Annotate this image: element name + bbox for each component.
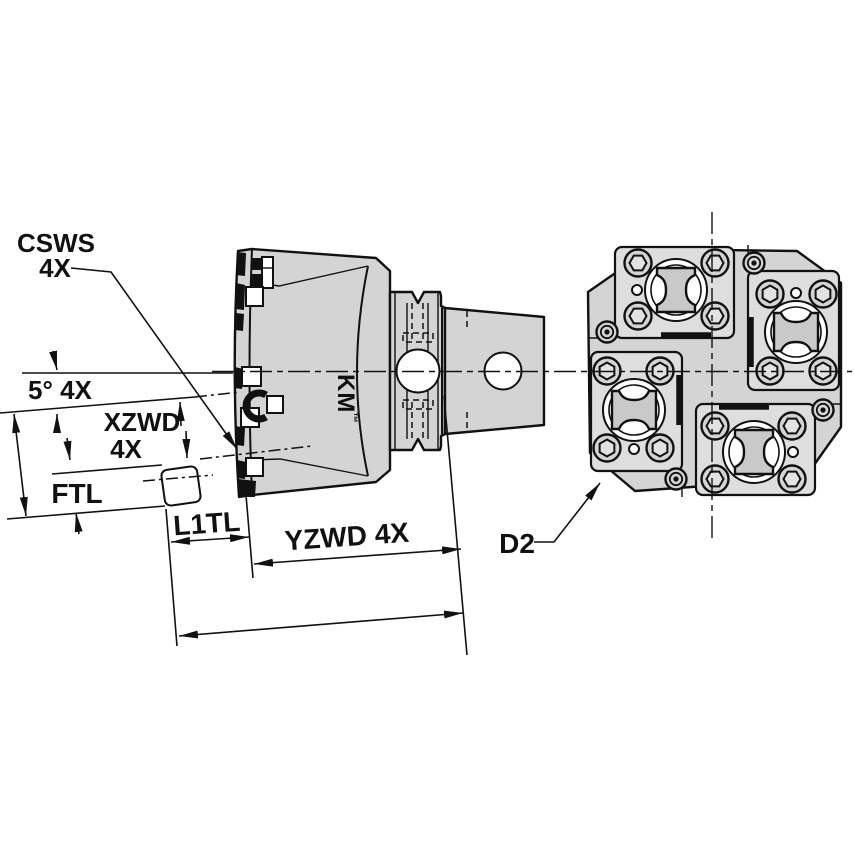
yzwd-label: YZWD 4X bbox=[284, 517, 411, 557]
hidden-detail bbox=[402, 399, 434, 410]
xzwd-arrow-up bbox=[176, 401, 185, 427]
front-view bbox=[588, 245, 841, 497]
insert-tip-centerline bbox=[199, 445, 313, 460]
angle-arrow-top bbox=[49, 350, 58, 371]
km-logo-text: KM bbox=[332, 374, 359, 413]
overall-length-dimension bbox=[178, 610, 464, 639]
extension-line-right bbox=[443, 395, 468, 656]
hidden-detail bbox=[402, 332, 434, 343]
l1tl-label: L1TL bbox=[172, 506, 241, 542]
d2-label: D2 bbox=[499, 528, 535, 559]
extension-line-mid bbox=[245, 494, 254, 579]
insert-plane-line-c bbox=[6, 505, 166, 520]
ftl-arrow-up bbox=[74, 512, 83, 535]
angle-label: 5° 4X bbox=[28, 375, 93, 405]
insert-symbol-centerline bbox=[142, 474, 214, 482]
csws-label: CSWS bbox=[17, 228, 95, 258]
extension-line-left bbox=[165, 508, 178, 647]
ftl-label: FTL bbox=[51, 478, 102, 509]
km-logo: KM ™ bbox=[332, 374, 359, 423]
l1tl-dimension-line bbox=[170, 534, 250, 545]
dimensions bbox=[0, 267, 601, 656]
side-view: KM ™ bbox=[233, 247, 546, 499]
c-clamp bbox=[242, 389, 268, 423]
insert-plane-line-b bbox=[51, 464, 163, 475]
ftl-arrow-down bbox=[63, 437, 72, 461]
insert-plane-line-a-cl bbox=[194, 391, 241, 398]
face-pockets bbox=[234, 252, 284, 497]
km-trademark: ™ bbox=[347, 412, 359, 423]
overall-depth-dimension bbox=[12, 413, 28, 517]
d2-leader bbox=[534, 482, 601, 543]
insert-plane-line-a bbox=[0, 396, 196, 414]
xzwd-arrow-down bbox=[182, 430, 191, 459]
xzwd-label: XZWD bbox=[104, 407, 181, 437]
yzwd-dimension-line bbox=[253, 546, 462, 567]
csws-leader bbox=[70, 267, 238, 450]
csws-qty-label: 4X bbox=[39, 253, 71, 283]
dimension-labels: CSWS 4X 5° 4X XZWD 4X FTL L1TL YZWD 4X D… bbox=[17, 228, 535, 559]
insert-symbol bbox=[160, 465, 202, 507]
xzwd-qty-label: 4X bbox=[110, 434, 142, 464]
